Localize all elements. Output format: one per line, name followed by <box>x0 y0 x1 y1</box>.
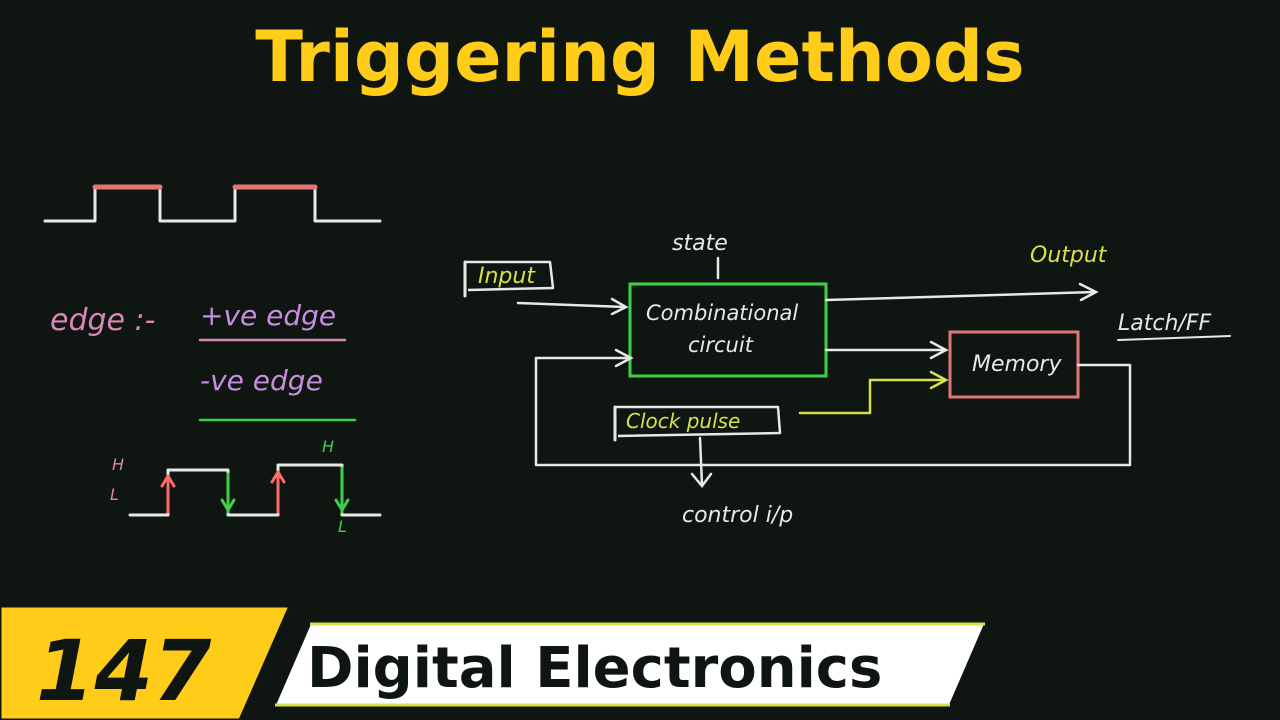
low-level-label: L <box>110 485 119 504</box>
control-input-label: control i/p <box>682 503 793 528</box>
episode-badge <box>0 604 293 720</box>
block-diagram: state Input Combinational circuit Output… <box>463 231 1231 528</box>
series-name: Digital Electronics <box>307 636 882 701</box>
negative-edge-label: -ve edge <box>200 364 323 397</box>
latch-ff-label: Latch/FF <box>1118 311 1211 336</box>
combinational-circuit-box <box>628 282 828 378</box>
episode-number: 147 <box>36 622 212 720</box>
high-level-label: H <box>112 455 124 474</box>
low-level-label-right: L <box>338 517 347 536</box>
edge-notes: edge :- +ve edge -ve edge <box>50 299 357 422</box>
clock-pulse-label: Clock pulse <box>626 409 740 433</box>
input-label: Input <box>478 264 536 289</box>
square-waveform <box>43 184 382 223</box>
positive-edge-label: +ve edge <box>200 299 336 332</box>
state-label: state <box>672 231 728 256</box>
series-banner: 147 Digital Electronics <box>0 604 987 720</box>
combinational-label-line2: circuit <box>688 333 754 357</box>
clock-waveform: H L H L <box>110 437 382 536</box>
output-label: Output <box>1030 243 1108 268</box>
video-title: Triggering Methods <box>255 16 1025 98</box>
memory-label: Memory <box>972 352 1062 377</box>
edge-label: edge :- <box>50 303 155 338</box>
high-level-label-right: H <box>322 437 334 456</box>
combinational-label-line1: Combinational <box>646 301 798 325</box>
